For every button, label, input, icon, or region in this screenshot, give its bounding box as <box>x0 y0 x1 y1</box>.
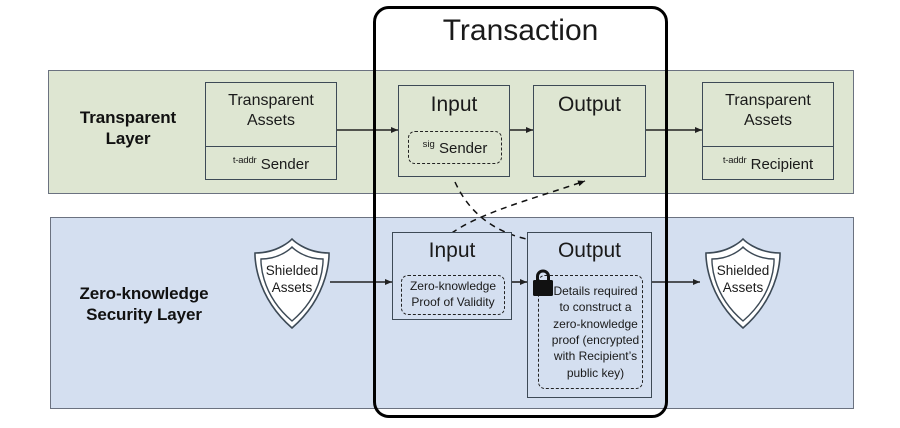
transparent-recipient-address-label: Recipient <box>750 156 814 173</box>
transparent-recipient-address-prefix: t-addr <box>722 155 747 166</box>
shielded-recipient-assets-label-line2: Assets <box>722 280 764 295</box>
shielded-output-details-field: Details required to construct a zero-kno… <box>538 275 643 389</box>
transparent-sender-assets-title-line2: Assets <box>246 112 295 130</box>
shielded-recipient-assets-label: Shielded Assets <box>700 262 786 296</box>
transparent-recipient-assets-title: Transparent Assets <box>703 91 833 131</box>
transparent-layer-label-line1: Transparent <box>79 108 177 127</box>
transparent-sender-assets-title: Transparent Assets <box>206 91 336 131</box>
shield-icon <box>705 237 781 330</box>
shielded-output-title: Output <box>557 239 622 262</box>
transparent-input-box: Input sig Sender <box>398 85 510 177</box>
transparent-input-signature-text: sig Sender <box>423 139 488 157</box>
transparent-sender-assets-title-line1: Transparent <box>228 92 314 109</box>
shielded-input-proof-line1: Zero-knowledge <box>409 279 497 294</box>
shielded-sender-assets-label-line1: Shielded <box>265 263 319 278</box>
transparent-layer-label-line2: Layer <box>105 128 151 148</box>
shielded-input-proof-field: Zero-knowledge Proof of Validity <box>401 275 505 315</box>
transparent-recipient-assets-box: Transparent Assets t-addr Recipient <box>702 82 834 180</box>
shielded-input-title: Input <box>428 239 476 262</box>
lock-icon <box>530 268 556 298</box>
transparent-input-sig-label: Sender <box>438 139 488 157</box>
transparent-sender-assets-box: Transparent Assets t-addr Sender <box>205 82 337 180</box>
transparent-sender-address-label: Sender <box>260 156 310 173</box>
transparent-sender-address-prefix: t-addr <box>232 155 257 166</box>
shielded-recipient-assets-label-line1: Shielded <box>716 263 770 278</box>
transparent-sender-assets-divider <box>206 146 336 147</box>
transparent-input-title: Input <box>430 93 478 116</box>
transparent-output-title: Output <box>557 93 622 116</box>
shielded-sender-assets-shield: Shielded Assets <box>249 236 335 332</box>
shielded-layer-label: Zero-knowledge Security Layer <box>34 284 254 325</box>
shielded-layer-label-line2: Security Layer <box>86 304 202 324</box>
shielded-layer-label-line1: Zero-knowledge <box>79 284 209 303</box>
shielded-input-proof-line2: Proof of Validity <box>411 295 495 309</box>
transparent-recipient-assets-title-line1: Transparent <box>725 92 811 109</box>
transparent-recipient-assets-title-line2: Assets <box>743 112 792 130</box>
shielded-input-box: Input Zero-knowledge Proof of Validity <box>392 232 512 320</box>
shielded-output-box: Output Details required to construct a z… <box>527 232 652 398</box>
transparent-recipient-address: t-addr Recipient <box>703 155 833 173</box>
transparent-sender-address: t-addr Sender <box>206 155 336 173</box>
transparent-input-sig-prefix: sig <box>422 138 435 150</box>
transparent-output-box: Output <box>533 85 646 177</box>
shielded-output-details-text: Details required to construct a zero-kno… <box>551 284 640 380</box>
transparent-layer-label: Transparent Layer <box>52 108 204 149</box>
transaction-title: Transaction <box>442 14 599 47</box>
shielded-sender-assets-label: Shielded Assets <box>249 262 335 296</box>
transparent-input-signature-field: sig Sender <box>408 131 502 164</box>
shielded-sender-assets-label-line2: Assets <box>271 280 313 295</box>
shield-icon <box>254 237 330 330</box>
transparent-recipient-assets-divider <box>703 146 833 147</box>
shielded-recipient-assets-shield: Shielded Assets <box>700 236 786 332</box>
